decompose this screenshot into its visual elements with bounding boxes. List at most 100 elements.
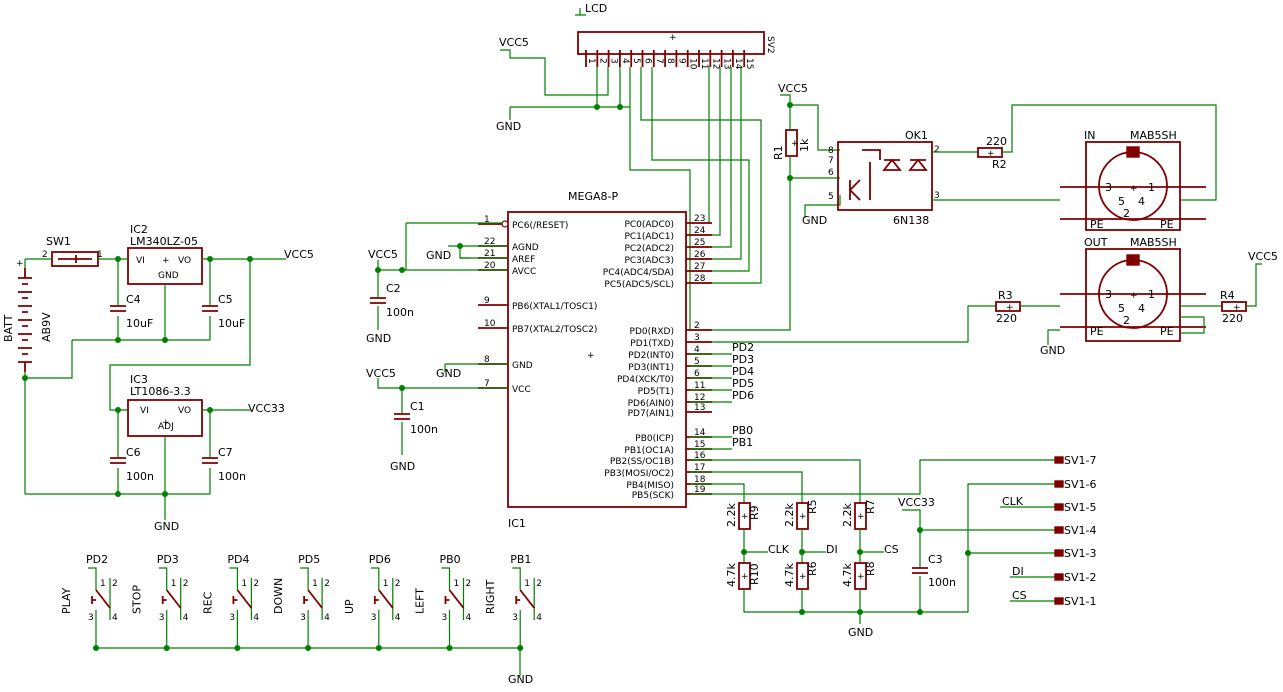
- svg-text:DI: DI: [1012, 565, 1024, 578]
- svg-text:4.7k: 4.7k: [783, 563, 796, 587]
- svg-text:1: 1: [383, 579, 389, 589]
- mega8-pin-number: 5: [694, 357, 700, 367]
- sv1-pin: [1054, 526, 1064, 534]
- ic3-label: LT1086-3.3: [130, 385, 191, 398]
- mega8-pin-number: 10: [484, 319, 496, 329]
- sv2-pin-number: 13: [722, 58, 732, 69]
- sv1-pin-label: SV1-7: [1064, 454, 1096, 467]
- vcc5-avcc-label: VCC5: [368, 248, 398, 261]
- svg-text:2: 2: [1123, 314, 1130, 327]
- svg-text:PE: PE: [1160, 218, 1174, 231]
- r1-value: 1k: [798, 138, 811, 152]
- svg-text:PE: PE: [1160, 325, 1174, 338]
- optocoupler-section: VCC5 + R1 1k GND OK1 6N138 8 7 6 5 2 3 +…: [690, 82, 1217, 331]
- mega8-pin-name: PC6(/RESET): [512, 221, 568, 231]
- mega8-pin-name: PD6(AIN0): [628, 399, 674, 409]
- sv2-pin-number: 12: [710, 58, 720, 69]
- svg-text:100n: 100n: [218, 470, 246, 483]
- mega8-pin-name: PD4(XCK/T0): [617, 375, 674, 385]
- mega8-pin-name: PB5(SCK): [632, 491, 674, 501]
- vcc33-supply-label: VCC33: [248, 402, 285, 415]
- sv1-pin: [1054, 573, 1064, 581]
- svg-text:100n: 100n: [126, 470, 154, 483]
- mega8-pin-number: 28: [694, 274, 706, 284]
- sv2-pin-number: 6: [643, 58, 653, 64]
- svg-text:1: 1: [524, 579, 530, 589]
- mega8-pin-name: PD7(AIN1): [628, 409, 674, 419]
- svg-text:2: 2: [253, 579, 259, 589]
- r1-label: R1: [772, 145, 785, 160]
- r4-label: R4: [1220, 289, 1235, 302]
- mega8-pin-name: PC0(ADC0): [624, 220, 674, 230]
- mega8-pin-name: PD1(TXD): [630, 339, 674, 349]
- svg-text:PE: PE: [1090, 325, 1104, 338]
- svg-text:1: 1: [241, 579, 247, 589]
- c3-value: 100n: [928, 576, 956, 589]
- svg-text:GND: GND: [158, 271, 179, 281]
- gnd-out-label: GND: [1040, 344, 1065, 357]
- svg-text:2: 2: [112, 579, 118, 589]
- button-net-label: PD4: [227, 553, 249, 566]
- svg-text:PD2: PD2: [732, 341, 754, 354]
- c1-value: 100n: [410, 423, 438, 436]
- svg-text:2: 2: [536, 579, 542, 589]
- svg-text:+: +: [987, 149, 995, 159]
- svg-text:4: 4: [112, 613, 118, 623]
- vcc5-supply-label: VCC5: [284, 248, 314, 261]
- button-net-label: PD6: [369, 553, 391, 566]
- di-net-label: DI: [826, 543, 838, 556]
- svg-text:+: +: [1233, 303, 1241, 313]
- button-name-label: LEFT: [414, 588, 427, 614]
- optocoupler-ok1: [837, 141, 933, 211]
- mega8-pin-name: PB0(ICP): [635, 434, 674, 444]
- sv2-pin-number: 5: [631, 58, 641, 64]
- mega8-pin-name: PB2(SS/OC1B): [610, 457, 674, 467]
- lcd-label: LCD: [585, 2, 607, 15]
- mega8-pin-number: 27: [694, 262, 705, 272]
- gnd-divider-label: GND: [848, 626, 873, 639]
- gnd-ok1-label: GND: [802, 214, 827, 227]
- svg-text:C6: C6: [126, 446, 141, 459]
- button-name-label: REC: [201, 591, 214, 614]
- mega8-pin-number: 6: [694, 369, 700, 379]
- svg-text:3: 3: [1105, 288, 1112, 301]
- sv1-pin-label: SV1-4: [1064, 524, 1096, 537]
- svg-text:R7: R7: [864, 499, 877, 514]
- mega8-pin-name: PC3(ADC3): [624, 256, 674, 266]
- r3-label: R3: [998, 289, 1013, 302]
- din-in-label: IN: [1084, 129, 1095, 142]
- battery-batt: BATT AB9V +: [2, 259, 53, 372]
- svg-text:5: 5: [1118, 195, 1125, 208]
- gnd-lcd-label: GND: [496, 120, 521, 133]
- ic2-label: LM340LZ-05: [130, 235, 198, 248]
- sv2-pin-number: 11: [699, 58, 709, 69]
- c3-label: C3: [928, 553, 943, 566]
- mega8-pin-name: AVCC: [512, 267, 536, 277]
- mega8-pin-number: 14: [694, 428, 706, 438]
- svg-text:CS: CS: [1012, 589, 1027, 602]
- sv1-pin-label: SV1-6: [1064, 478, 1096, 491]
- sv1-pin: [1054, 456, 1064, 464]
- svg-text:2: 2: [466, 579, 472, 589]
- svg-text:2: 2: [324, 579, 330, 589]
- midi-out-connector: OUT MAB5SH 3 1 5 4 2 + PE PE + R3 220 + …: [690, 236, 1278, 357]
- svg-text:10uF: 10uF: [218, 317, 245, 330]
- svg-text:1: 1: [454, 579, 460, 589]
- svg-text:5: 5: [828, 192, 834, 202]
- din-out-label: OUT: [1084, 236, 1108, 249]
- r2-value: 220: [986, 135, 1007, 148]
- mega8-pin-number: 20: [484, 261, 496, 271]
- sv1-pin: [1054, 549, 1064, 557]
- button-name-label: PLAY: [60, 587, 73, 614]
- c1-label: C1: [410, 400, 425, 413]
- svg-text:5: 5: [1118, 302, 1125, 315]
- svg-text:+: +: [799, 512, 807, 522]
- svg-text:R9: R9: [748, 505, 761, 520]
- svg-text:3: 3: [934, 191, 940, 201]
- svg-text:+: +: [741, 572, 749, 582]
- mega8-pin-number: 17: [694, 463, 705, 473]
- mega8-pin-name: PD3(INT1): [628, 363, 674, 373]
- svg-text:VO: VO: [178, 406, 191, 416]
- svg-text:+: +: [741, 512, 749, 522]
